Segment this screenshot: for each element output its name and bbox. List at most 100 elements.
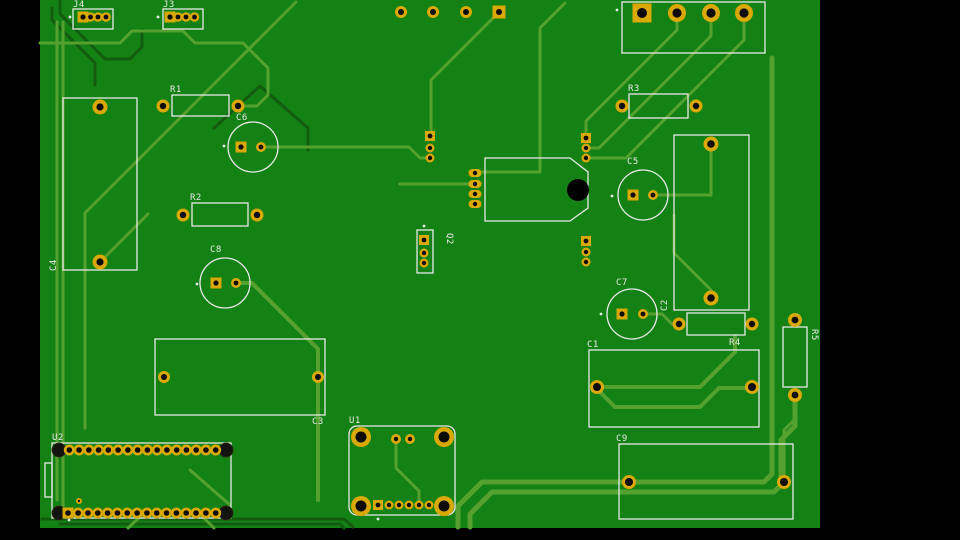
power-module-pad-hole xyxy=(472,191,478,197)
c5-outline xyxy=(617,169,669,221)
component-u1[interactable]: U1 xyxy=(348,416,456,516)
j3-pad-hole xyxy=(167,14,173,20)
component-header-right-lower[interactable] xyxy=(581,236,591,267)
connector-top-right-pad-hole xyxy=(672,8,682,18)
u2-pad-hole xyxy=(104,510,111,516)
c4-ref-label: C4 xyxy=(49,259,59,271)
r3-ref-label: R3 xyxy=(628,84,640,94)
u2-pad-hole xyxy=(212,510,219,516)
component-c4[interactable]: C4 xyxy=(49,97,138,271)
trace-front-0 xyxy=(38,29,270,108)
c1-outline xyxy=(588,349,760,428)
component-c2[interactable]: C2 xyxy=(660,134,750,311)
u2-pad-hole xyxy=(124,510,131,516)
u2-pad-hole xyxy=(134,447,141,453)
c2-pad-hole xyxy=(707,294,715,302)
component-connector-top-right[interactable] xyxy=(621,1,766,54)
c8-pad-hole xyxy=(213,280,219,286)
u1-pad-hole xyxy=(393,436,399,442)
trace-front-21 xyxy=(98,212,150,264)
component-c5[interactable]: C5 xyxy=(617,157,669,221)
u1-pad-hole xyxy=(396,502,402,508)
connector-top-right-pad-hole xyxy=(706,8,716,18)
j3-ref-label: J3 xyxy=(163,0,175,10)
u2-pad-hole xyxy=(183,447,190,453)
component-q2[interactable]: Q2 xyxy=(416,229,454,274)
component-r1[interactable]: R1 xyxy=(156,85,245,117)
c8-pad-hole xyxy=(233,280,239,286)
component-j4[interactable]: J4 xyxy=(72,0,114,30)
c6-pad-hole xyxy=(238,144,244,150)
c9-pad-hole xyxy=(780,478,788,486)
u1-ref-label: U1 xyxy=(349,416,361,426)
u2-pad-hole xyxy=(203,510,209,516)
j4-outline xyxy=(72,8,114,30)
component-header-top-center[interactable] xyxy=(395,5,506,19)
u2-pad-hole xyxy=(144,447,151,453)
trace-back-3 xyxy=(40,517,355,529)
component-header-above-q2[interactable] xyxy=(425,131,435,163)
c1-pad-hole xyxy=(748,383,756,391)
c8-ref-label: C8 xyxy=(210,245,222,255)
r3-pad-hole xyxy=(618,102,626,110)
component-c3[interactable]: C3 xyxy=(154,338,326,427)
component-c7[interactable]: C7 xyxy=(606,278,658,340)
component-r2[interactable]: R2 xyxy=(176,193,264,227)
u2-pad-hole xyxy=(154,447,160,453)
u1-pad-hole xyxy=(407,436,413,442)
r5-ref-label: R5 xyxy=(809,329,819,341)
u2-notch xyxy=(44,462,53,498)
component-power-module[interactable] xyxy=(468,157,590,222)
component-r3[interactable]: R3 xyxy=(615,84,703,119)
component-c9[interactable]: C9 xyxy=(616,434,794,520)
j4-ref-label: J4 xyxy=(73,0,85,10)
component-j3[interactable]: J3 xyxy=(162,0,204,30)
c3-pad-hole xyxy=(161,374,167,380)
u2-pad-hole xyxy=(66,447,73,453)
power-module-pad-hole xyxy=(472,181,478,187)
component-header-right-upper[interactable] xyxy=(581,133,591,163)
trace-front-20 xyxy=(782,396,797,484)
c7-outline xyxy=(606,288,658,340)
silk-dot-3 xyxy=(195,282,199,286)
u2-pad-hole xyxy=(105,447,112,453)
trace-back-1 xyxy=(58,0,144,61)
u1-pad-hole xyxy=(426,502,432,508)
c5-ref-label: C5 xyxy=(627,157,639,167)
r5-pad-hole xyxy=(791,316,799,324)
j4-pad-hole xyxy=(103,14,109,20)
u2-pad-hole xyxy=(144,510,150,516)
j3-outline xyxy=(162,8,204,30)
component-c6[interactable]: C6 xyxy=(227,113,279,173)
silk-dot-5 xyxy=(599,312,603,316)
silk-dot-1 xyxy=(156,15,160,19)
j4-pad-hole xyxy=(95,14,101,20)
u1-outline xyxy=(348,425,456,516)
c8-outline xyxy=(199,257,251,309)
header-above-q2-pad-hole xyxy=(427,145,433,151)
component-c8[interactable]: C8 xyxy=(199,245,251,309)
c6-pad-hole xyxy=(258,144,264,150)
r4-ref-label: R4 xyxy=(729,338,741,348)
component-r5[interactable]: R5 xyxy=(782,313,819,402)
silk-dot-7 xyxy=(615,8,619,12)
header-right-upper-pad-hole xyxy=(583,145,589,151)
component-r4[interactable]: R4 xyxy=(672,312,759,348)
c5-pad-hole xyxy=(630,192,636,198)
r4-pad-hole xyxy=(748,320,756,328)
r4-pad-hole xyxy=(675,320,683,328)
u2-pad-hole xyxy=(183,510,190,516)
u2-pad-hole xyxy=(203,447,209,453)
c9-pad-hole xyxy=(625,478,633,486)
silk-dot-6 xyxy=(422,224,426,228)
trace-front-19 xyxy=(584,11,746,160)
silk-dot-8 xyxy=(376,517,380,521)
silk-dot-0 xyxy=(68,15,72,19)
q2-pad-hole xyxy=(421,237,427,243)
u2-pad-hole xyxy=(163,510,170,516)
component-u2[interactable]: U2 xyxy=(44,433,234,521)
header-right-upper-pad-hole xyxy=(583,135,589,141)
component-c1[interactable]: C1 xyxy=(587,340,760,428)
